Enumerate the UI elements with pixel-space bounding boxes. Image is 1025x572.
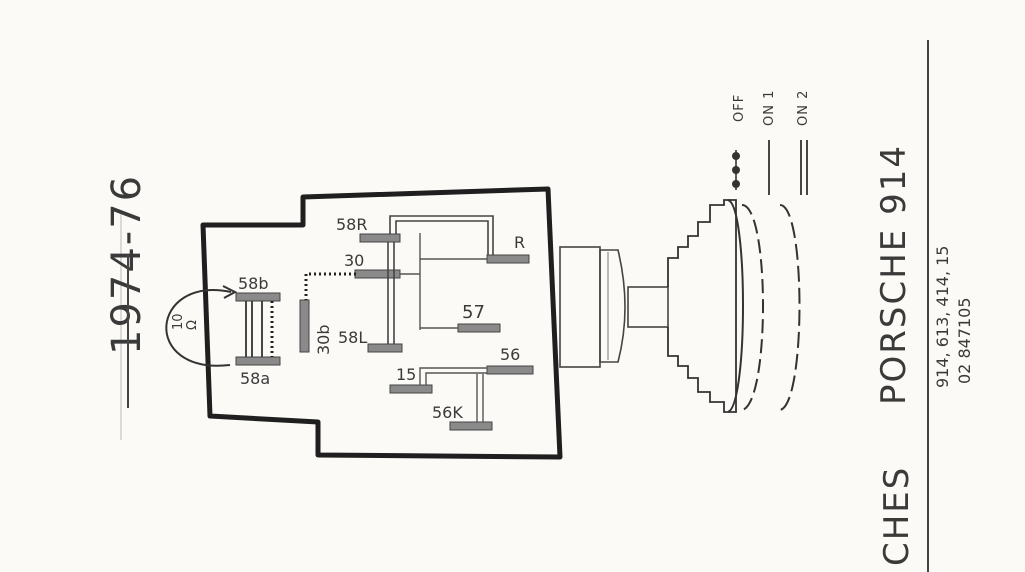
model-list: 914, 613, 414, 15 [933, 246, 952, 389]
label-r: R [514, 233, 525, 252]
resistor-value: 10 [171, 313, 186, 330]
label-58r: 58R [336, 215, 367, 234]
legend-on2-label: ON 2 [796, 90, 811, 126]
switch-nut [599, 249, 626, 363]
link-30-30b [304, 272, 356, 300]
legend-off-symbol [732, 150, 740, 190]
terminal-pad-58l [367, 343, 403, 353]
label-58a: 58a [240, 369, 270, 388]
label-58b: 58b [238, 274, 269, 293]
label-15: 15 [396, 365, 416, 384]
label-30: 30 [344, 251, 364, 270]
terminal-pad-30b [299, 299, 310, 353]
terminal-pad-57 [457, 323, 501, 333]
knob-stepped-profile [667, 199, 737, 413]
part-number: 02 847105 [955, 297, 974, 384]
knob-outline-off [727, 199, 744, 413]
switch-housing [200, 186, 563, 460]
terminal-pad-56k [449, 421, 493, 431]
label-57: 57 [462, 302, 485, 323]
resistor-arrow [222, 285, 238, 299]
resistor-loop [165, 289, 232, 367]
link-15-56-b [425, 372, 487, 385]
legend-off-label: OFF [732, 94, 747, 122]
legend-on1-label: ON 1 [762, 90, 777, 126]
switch-shaft [627, 286, 669, 328]
cut-off-title: CHES [877, 466, 917, 566]
link-15-56 [419, 367, 487, 385]
terminal-pad-58r [359, 233, 401, 243]
label-30b: 30b [314, 324, 333, 355]
terminal-pad-58b [235, 292, 281, 302]
link-58r-r [389, 215, 494, 255]
knob-outline-on2 [779, 204, 801, 411]
terminal-pad-r [486, 254, 530, 264]
terminal-pad-56 [486, 365, 534, 375]
switch-collar [559, 246, 601, 368]
title-porsche-914: PORSCHE 914 [874, 144, 914, 405]
terminal-pad-15 [389, 384, 433, 394]
knob-outline-on1 [741, 204, 764, 411]
resistor-unit: Ω [185, 320, 200, 330]
label-56: 56 [500, 345, 520, 364]
label-56k: 56K [432, 403, 463, 422]
link-58r-r-inner [395, 220, 489, 255]
label-58l: 58L [338, 328, 367, 347]
terminal-pad-58a [235, 356, 281, 366]
